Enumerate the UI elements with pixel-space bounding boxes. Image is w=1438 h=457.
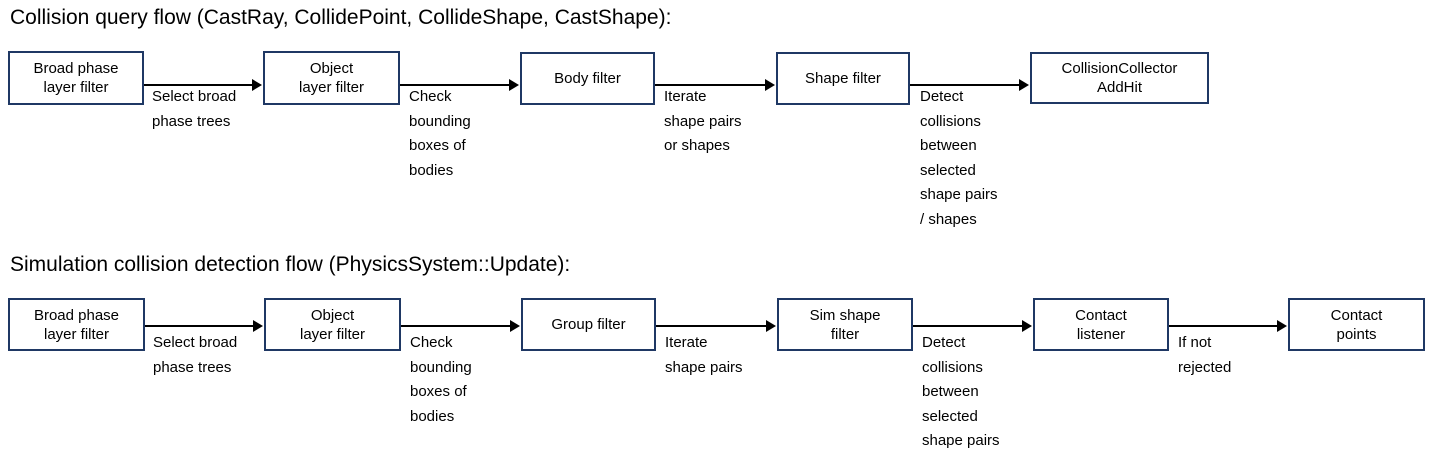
arrowhead-icon	[509, 79, 519, 91]
node-label: Body filter	[554, 70, 621, 87]
arrowhead-icon	[510, 320, 520, 332]
edge-broad-to-object-query	[144, 84, 253, 86]
node-shape-filter[interactable]: Shape filter	[776, 52, 910, 105]
edge-object-to-body	[400, 84, 510, 86]
node-group-filter[interactable]: Group filter	[521, 298, 656, 351]
edge-body-to-shape	[655, 84, 766, 86]
node-label: Shape filter	[805, 70, 881, 87]
arrowhead-icon	[765, 79, 775, 91]
edge-shape-to-collector	[910, 84, 1020, 86]
edge-sim-shape-to-contact-listener	[913, 325, 1023, 327]
section-heading-simulation-collision-detection-flow: Simulation collision detection flow (Phy…	[10, 253, 571, 276]
arrowhead-icon	[1019, 79, 1029, 91]
node-label: Group filter	[551, 316, 626, 333]
arrowhead-icon	[252, 79, 262, 91]
edge-group-to-sim-shape	[656, 325, 767, 327]
edge-contact-listener-to-contact-points	[1169, 325, 1278, 327]
arrowhead-icon	[253, 320, 263, 332]
arrowhead-icon	[1022, 320, 1032, 332]
arrowhead-icon	[1277, 320, 1287, 332]
section-heading-collision-query-flow: Collision query flow (CastRay, CollidePo…	[10, 6, 672, 29]
arrowhead-icon	[766, 320, 776, 332]
edge-broad-to-object-sim	[145, 325, 254, 327]
edge-object-to-group	[401, 325, 511, 327]
node-body-filter[interactable]: Body filter	[520, 52, 655, 105]
